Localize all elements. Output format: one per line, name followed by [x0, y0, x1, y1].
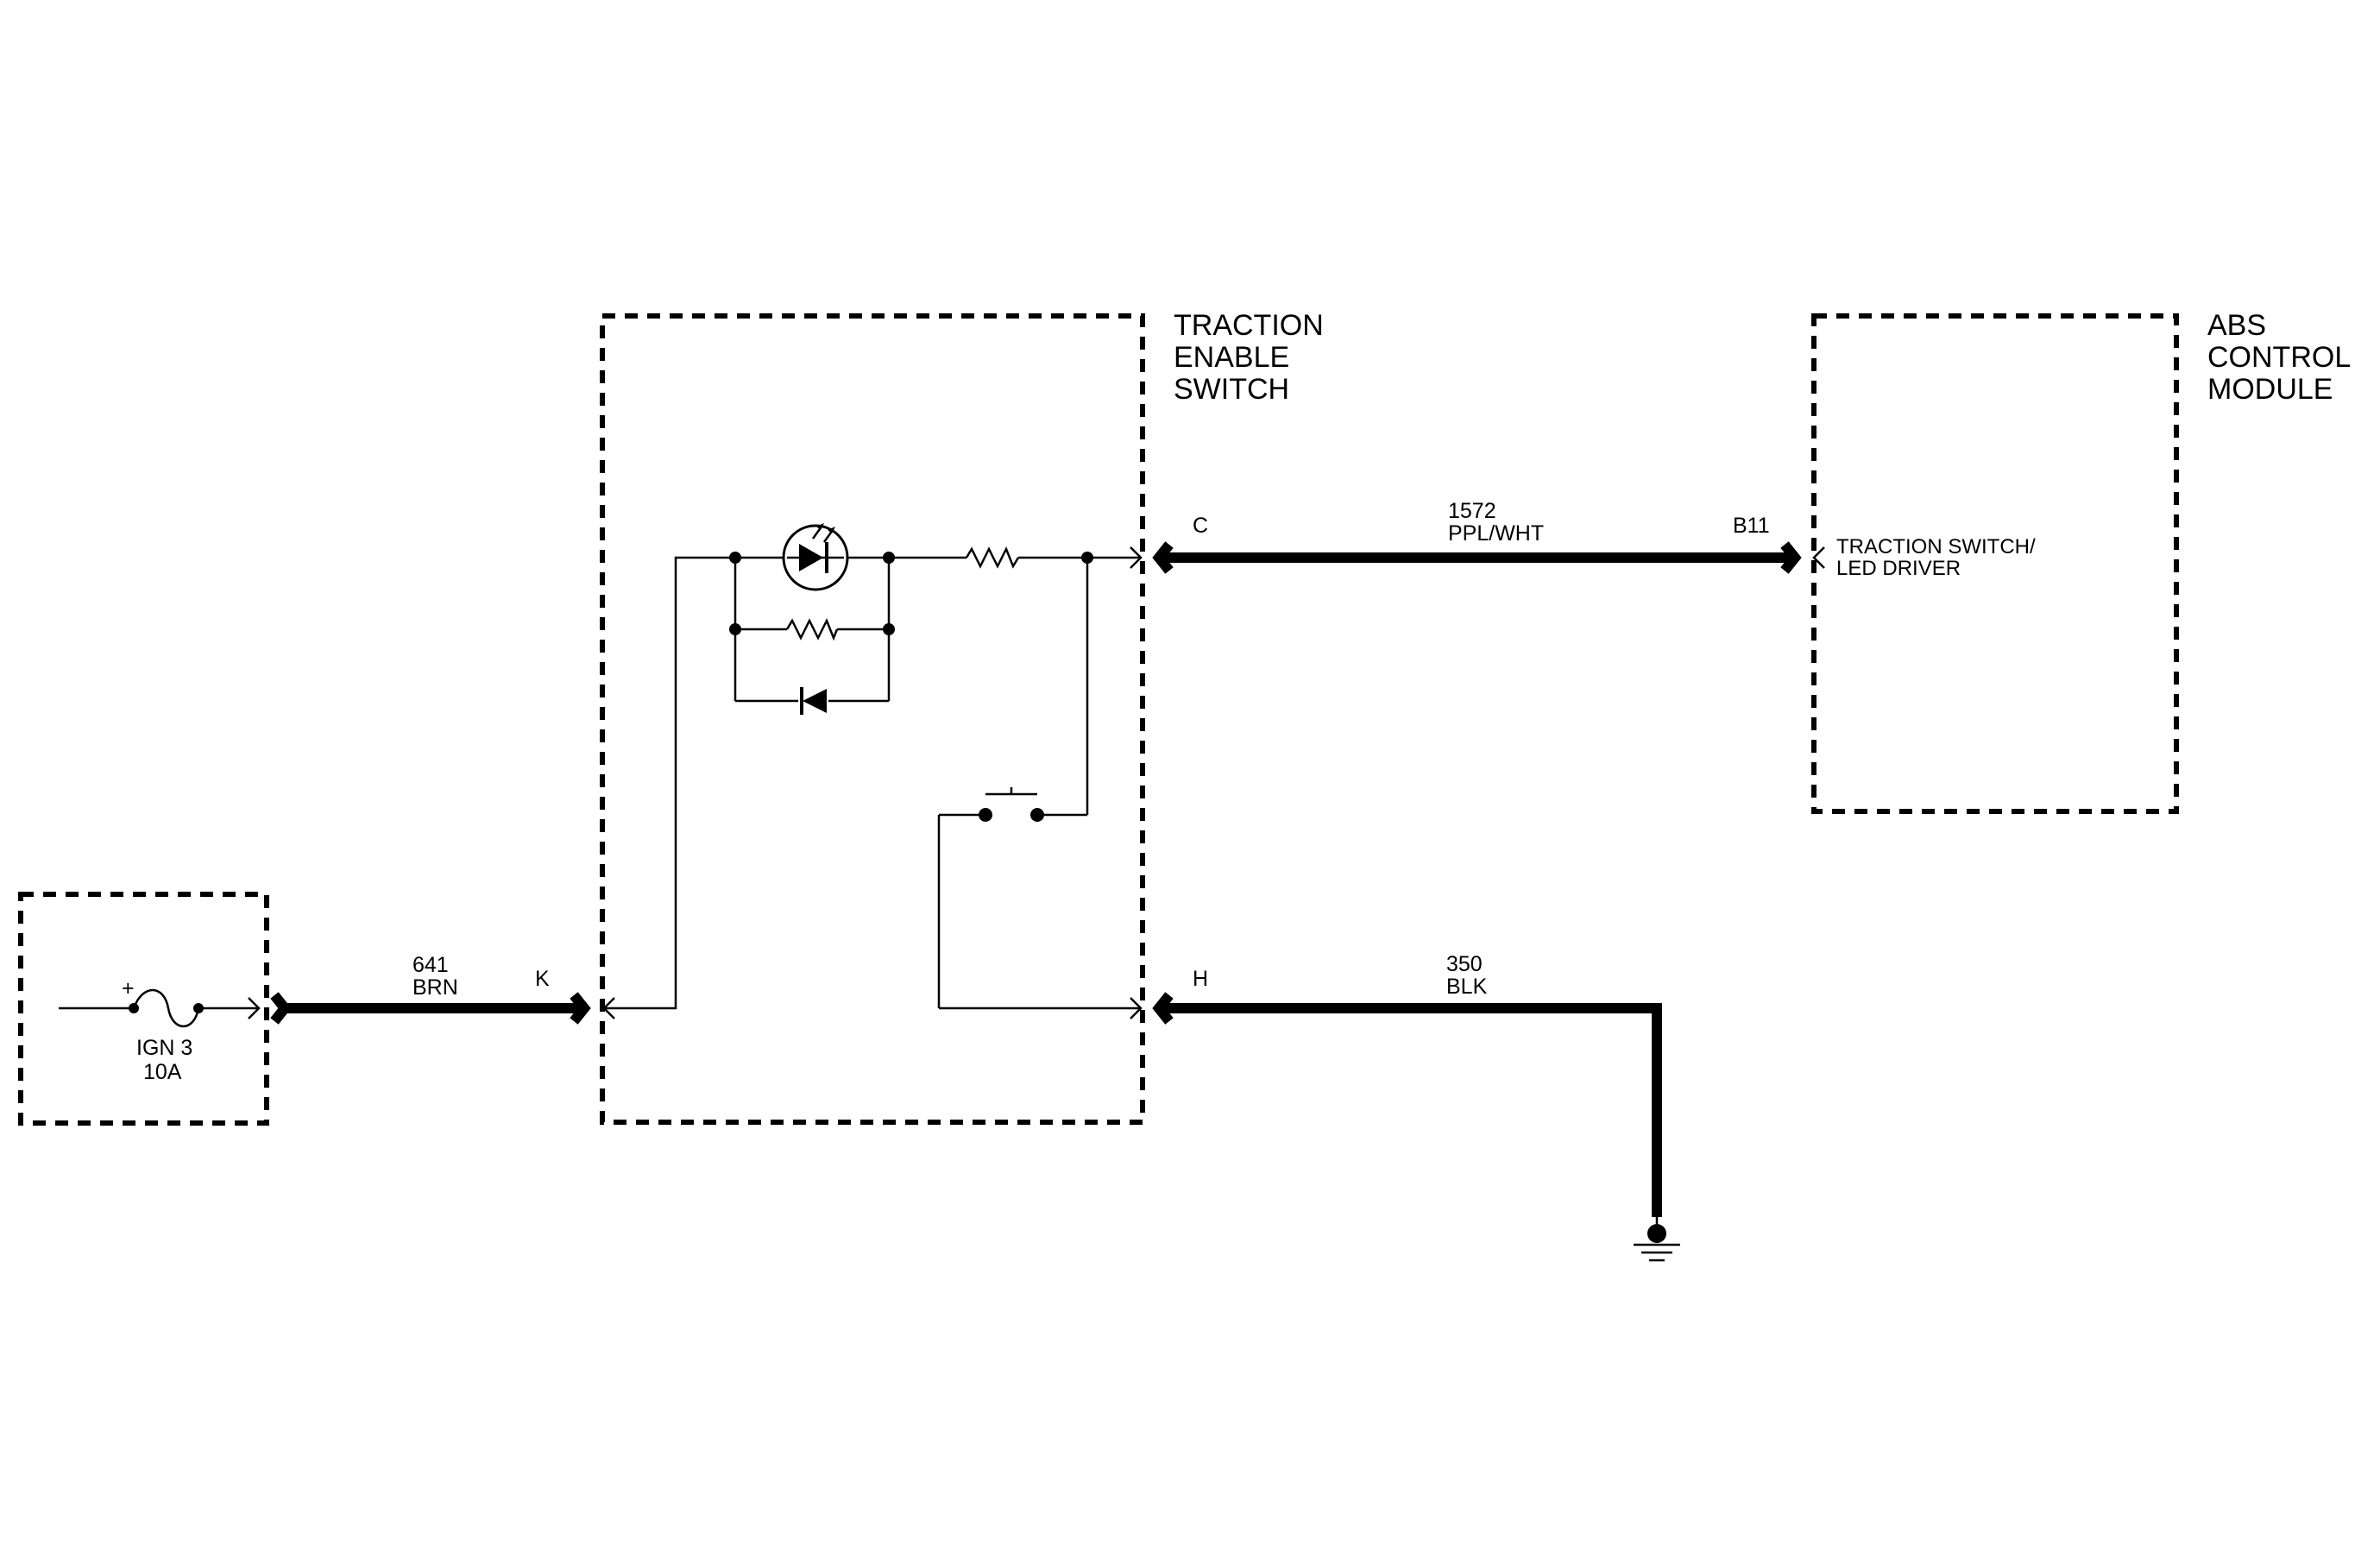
wire-641-color: BRN [412, 975, 458, 1000]
fuse-rating: 10A [143, 1060, 182, 1084]
wire-641-circuit: 641 [412, 953, 449, 977]
switch-icon [979, 787, 1044, 822]
traction-enable-switch-outline [600, 313, 1145, 1125]
b11-entry-arrow [1812, 546, 1825, 569]
pin-k-label: K [535, 967, 550, 991]
wire-350-color: BLK [1446, 975, 1488, 999]
tes-title-line-1: TRACTION [1174, 309, 1324, 342]
fuse-polarity: + [122, 976, 135, 1000]
wire-1572-ppl-wht [1152, 541, 1802, 574]
pin-c-label: C [1193, 514, 1208, 538]
pin-b11-label: B11 [1733, 514, 1770, 538]
wire-1572-circuit: 1572 [1448, 499, 1496, 523]
fuse-icon [59, 988, 261, 1028]
tes-internal-circuit [602, 546, 1143, 1019]
fuse-name: IGN 3 [136, 1036, 192, 1060]
wire-641-brn [270, 992, 591, 1025]
led-icon [782, 523, 849, 591]
abs-circuit-line-2: LED DRIVER [1836, 557, 1961, 580]
ground-icon [1634, 1217, 1680, 1262]
abs-circuit-line-1: TRACTION SWITCH/ [1836, 535, 2036, 558]
wire-350-blk [1152, 992, 1662, 1217]
pin-h-label: H [1193, 967, 1208, 991]
fuse-block-outline [18, 892, 269, 1126]
resistor-icon [785, 617, 839, 641]
wire-1572-color: PPL/WHT [1448, 521, 1544, 546]
abs-title-line-3: MODULE [2207, 373, 2333, 406]
tes-title-line-3: SWITCH [1174, 373, 1289, 406]
abs-title-line-1: ABS [2207, 309, 2266, 342]
resistor-icon [965, 546, 1020, 569]
abs-control-module-outline [1811, 313, 2179, 814]
tes-title-line-2: ENABLE [1174, 341, 1289, 374]
wire-350-circuit: 350 [1446, 952, 1483, 976]
abs-title-line-2: CONTROL [2207, 341, 2351, 374]
diode-icon [800, 687, 827, 715]
